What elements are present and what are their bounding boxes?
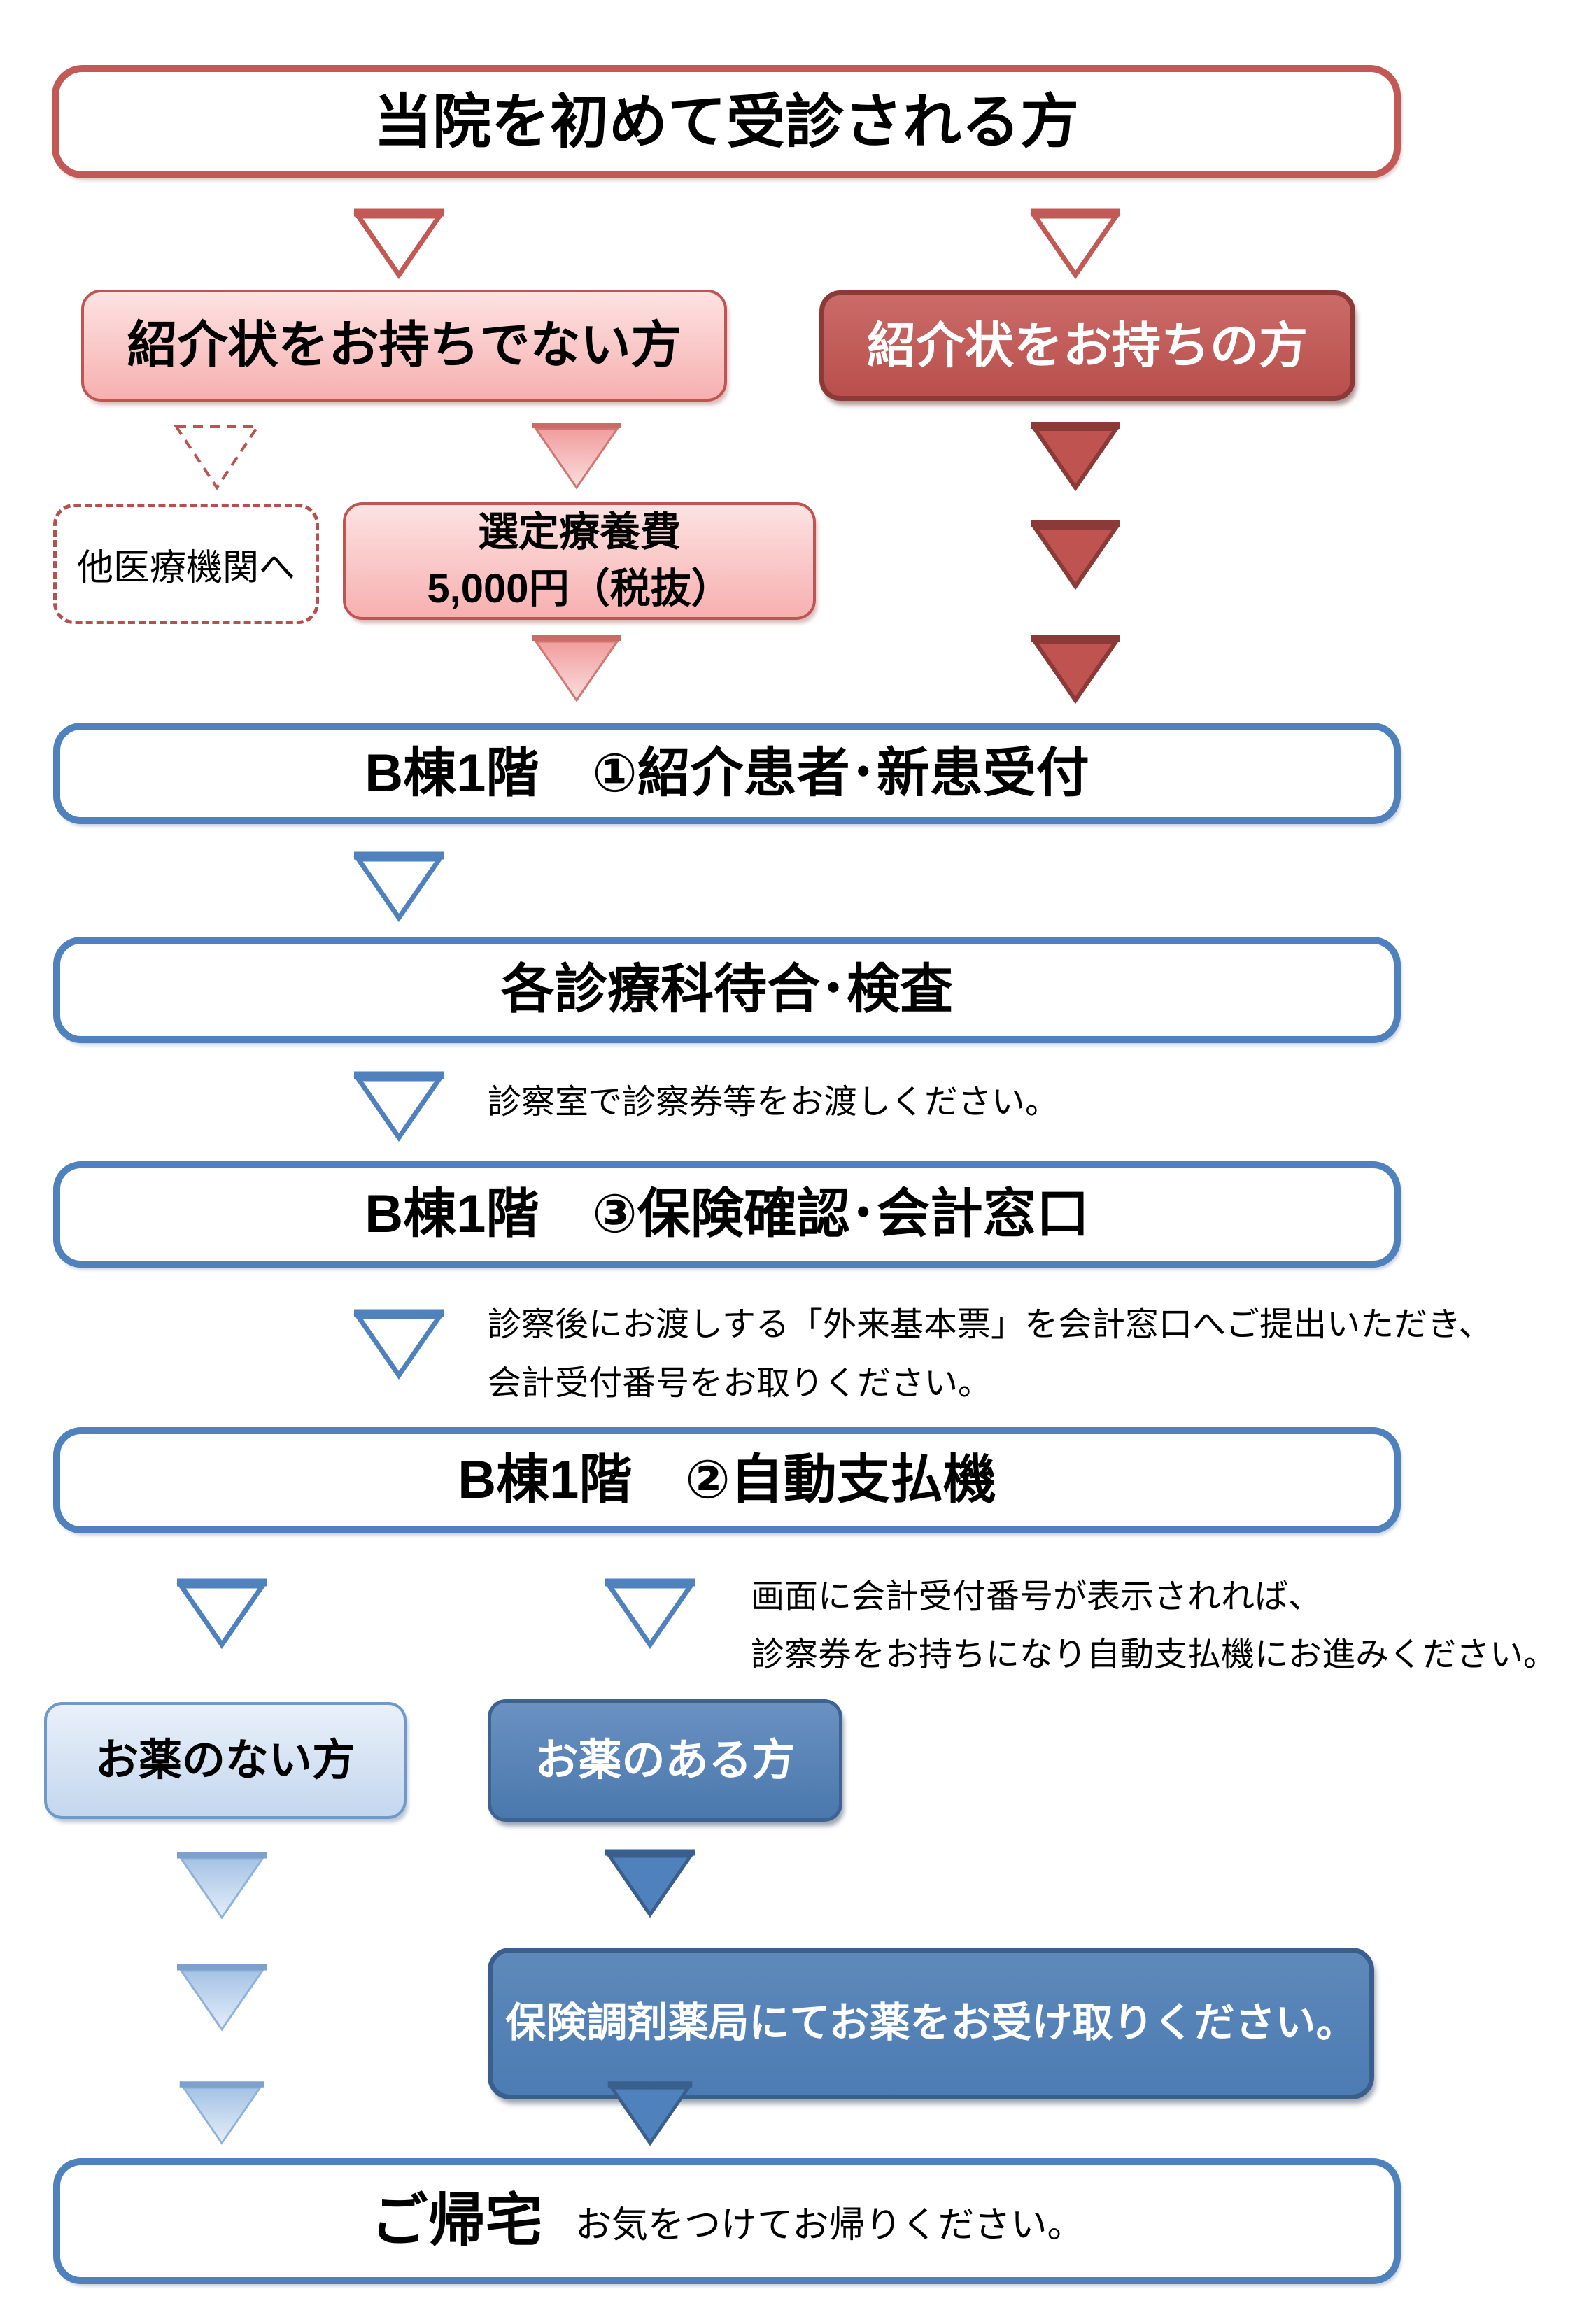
down-arrow-lightblue-icon [177, 1964, 267, 2032]
down-arrow-darkred-icon [1031, 520, 1120, 590]
down-arrow-darkred-icon [1031, 422, 1120, 492]
down-arrow-lightblue-icon [179, 2081, 264, 2145]
has-medicine-box: お薬のある方 [488, 1699, 842, 1822]
has-medicine-label: お薬のある方 [535, 1736, 796, 1785]
waiting-note: 診察室で診察券等をお渡しください。 [488, 1084, 1059, 1121]
down-arrow-blue-outline-icon [353, 1071, 444, 1142]
down-arrow-blue-outline-icon [353, 1309, 444, 1380]
insurance-box: B棟1階 ③保険確認･会計窓口 [53, 1161, 1401, 1268]
other-clinic-box: 他医療機関へ [53, 504, 319, 624]
start-box: 当院を初めて受診される方 [52, 65, 1401, 178]
down-arrow-red-outline-icon [1030, 208, 1121, 280]
has-referral-box: 紹介状をお持ちの方 [819, 290, 1355, 401]
home-box: ご帰宅 お気をつけてお帰りください。 [53, 2158, 1401, 2284]
insurance-label: B棟1階 ③保険確認･会計窓口 [365, 1184, 1089, 1245]
down-arrow-blue-outline-icon [353, 851, 444, 923]
payment-note-line2: 診察券をお持ちになり自動支払機にお進みください。 [751, 1636, 1558, 1673]
waiting-label: 各診療科待合･検査 [501, 960, 953, 1020]
pharmacy-box: 保険調剤薬局にてお薬をお受け取りください。 [488, 1948, 1374, 2099]
insurance-note-line2: 会計受付番号をお取りください。 [488, 1365, 992, 1402]
no-referral-box: 紹介状をお持ちでない方 [81, 290, 727, 402]
reception-box: B棟1階 ①紹介患者･新患受付 [53, 723, 1401, 824]
payment-box: B棟1階 ②自動支払機 [53, 1427, 1401, 1533]
fee-box: 選定療養費 5,000円（税抜） [343, 502, 816, 620]
waiting-box: 各診療科待合･検査 [53, 937, 1401, 1043]
no-referral-label: 紹介状をお持ちでない方 [127, 317, 682, 374]
down-arrow-blue-outline-icon [176, 1578, 267, 1650]
pharmacy-label: 保険調剤薬局にてお薬をお受け取りください。 [505, 2000, 1357, 2046]
start-label: 当院を初めて受診される方 [373, 88, 1079, 155]
insurance-note-line1: 診察後にお渡しする「外来基本票」を会計窓口へご提出いただき、 [488, 1306, 1492, 1343]
home-title: ご帰宅 [370, 2189, 543, 2253]
down-arrow-pink-icon [532, 423, 621, 490]
other-clinic-label: 他医療機関へ [76, 547, 295, 588]
down-arrow-dashed-icon [174, 425, 260, 490]
no-medicine-box: お薬のない方 [44, 1702, 407, 1819]
home-note: お気をつけてお帰りください。 [575, 2204, 1084, 2246]
home-label-group: ご帰宅 お気をつけてお帰りください。 [371, 2189, 1084, 2253]
fee-amount: 5,000円（税抜） [427, 566, 732, 611]
has-referral-label: 紹介状をお持ちの方 [867, 318, 1308, 373]
down-arrow-pink-icon [532, 635, 621, 702]
payment-label: B棟1階 ②自動支払機 [458, 1450, 996, 1510]
down-arrow-red-outline-icon [353, 208, 444, 280]
down-arrow-lightblue-icon [177, 1852, 267, 1920]
fee-title: 選定療養費 [477, 509, 681, 555]
payment-note-line1: 画面に会計受付番号が表示されれば、 [751, 1578, 1322, 1615]
no-medicine-label: お薬のない方 [94, 1736, 355, 1785]
reception-label: B棟1階 ①紹介患者･新患受付 [365, 743, 1089, 803]
down-arrow-blue-outline-icon [605, 1578, 695, 1650]
down-arrow-darkblue-icon [607, 2081, 693, 2146]
down-arrow-darkblue-icon [605, 1849, 695, 1918]
down-arrow-darkred-icon [1031, 635, 1120, 704]
